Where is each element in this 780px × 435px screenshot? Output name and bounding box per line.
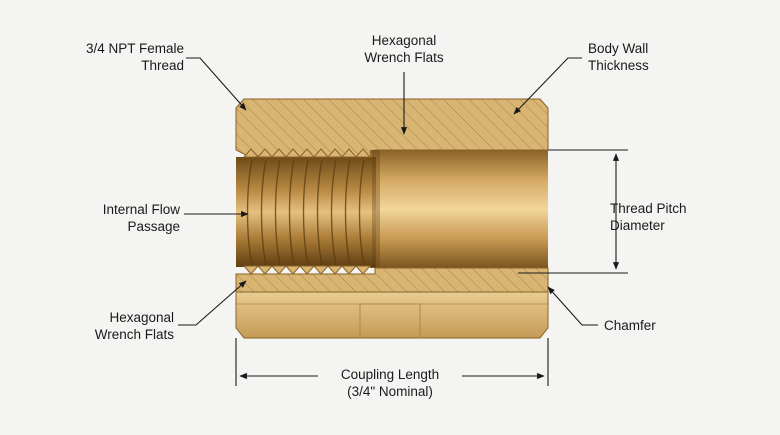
- label-chamfer: Chamfer: [604, 318, 656, 333]
- bottom-wall-section: [235, 267, 549, 293]
- outer-hex-body: [235, 291, 549, 339]
- internal-bore: [370, 150, 548, 268]
- label-wrench-flats-bottom: Hexagonal Wrench Flats: [94, 310, 174, 342]
- bore-shoulder: [372, 150, 380, 268]
- label-wrench-flats-top: Hexagonal Wrench Flats: [364, 33, 444, 65]
- label-flow-passage: Internal Flow Passage: [102, 202, 180, 234]
- label-body-wall: Body Wall Thickness: [588, 41, 649, 73]
- label-coupling-length: Coupling Length (3/4" Nominal): [318, 366, 462, 400]
- thread-ridges: [246, 159, 365, 266]
- label-pitch-diameter: Thread Pitch Diameter: [610, 201, 687, 233]
- thread-teeth-bottom: [242, 265, 372, 275]
- top-wall-section: [235, 98, 549, 158]
- thread-teeth-top: [242, 148, 372, 158]
- label-npt-thread: 3/4 NPT Female Thread: [85, 41, 184, 73]
